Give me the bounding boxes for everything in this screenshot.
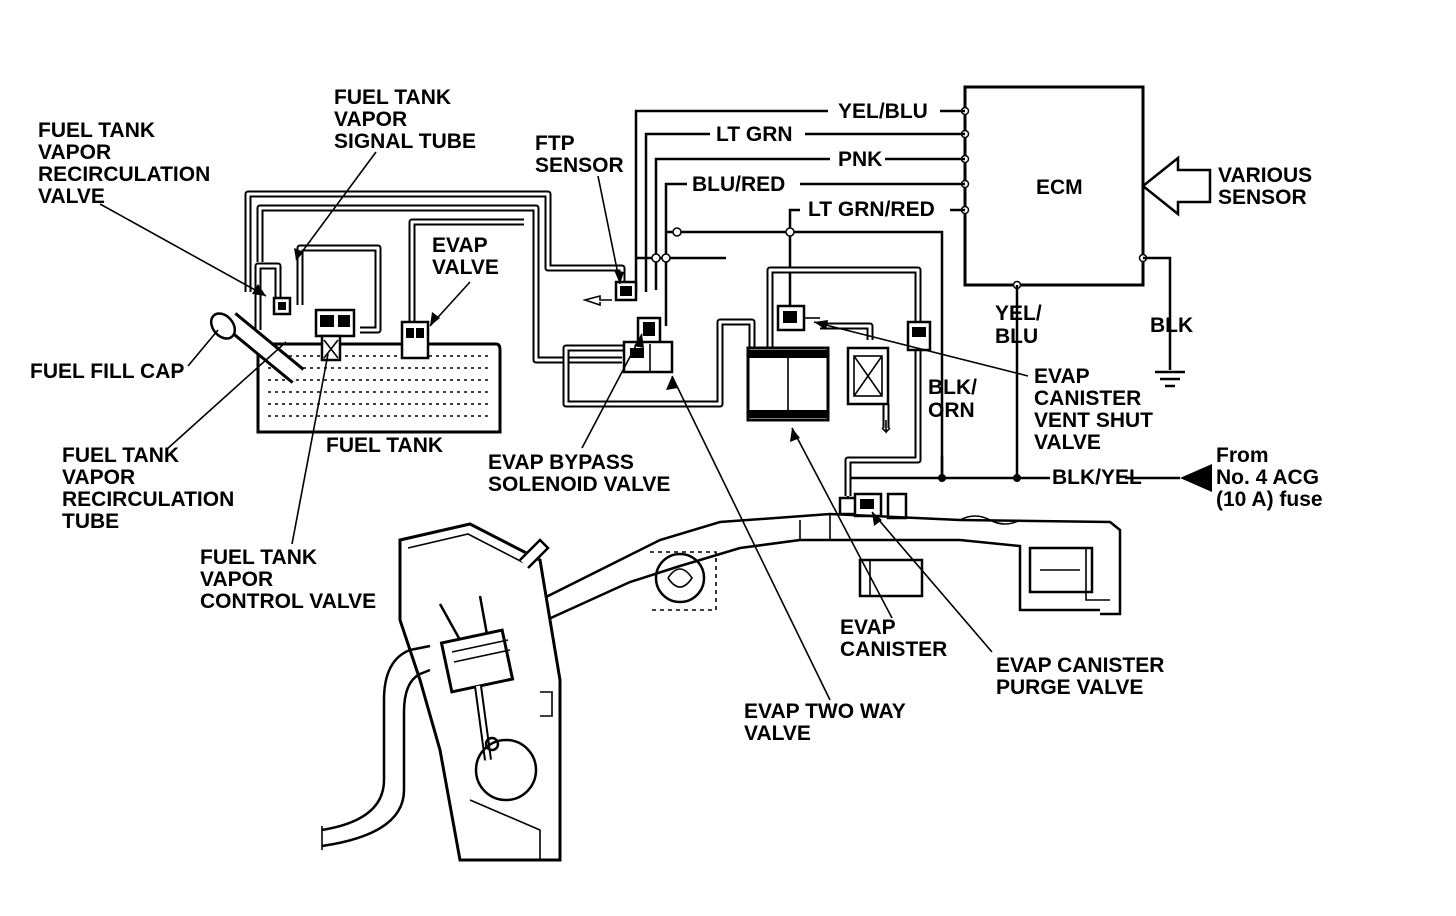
label-fuel-tank-vapor-signal-tube: FUEL TANK VAPOR SIGNAL TUBE bbox=[334, 86, 476, 153]
evap-bypass-solenoid-part bbox=[622, 316, 674, 374]
fuse-arrow-icon bbox=[1180, 464, 1212, 492]
label-evap-bypass-solenoid-valve: EVAP BYPASS SOLENOID VALVE bbox=[488, 451, 670, 496]
ecm-label: ECM bbox=[1036, 176, 1083, 199]
wire-label-blk-orn: BLK/ ORN bbox=[928, 376, 983, 422]
vent-shut-valve-part bbox=[776, 304, 820, 332]
wire-label-lt-grn-red: LT GRN/RED bbox=[808, 198, 935, 221]
label-fuel-fill-cap: FUEL FILL CAP bbox=[30, 360, 184, 383]
fuel-tank-part bbox=[209, 296, 502, 434]
ecm-unit: ECM bbox=[960, 85, 1148, 290]
label-fuel-tank-vapor-recirculation-tube: FUEL TANK VAPOR RECIRCULATION TUBE bbox=[62, 444, 240, 533]
air-filter-part bbox=[846, 346, 891, 434]
ftp-sensor-part bbox=[582, 280, 638, 307]
leader-arrowheads bbox=[252, 248, 882, 526]
ground-wire bbox=[1143, 256, 1185, 388]
various-sensor-label: VARIOUS SENSOR bbox=[1218, 164, 1318, 209]
label-evap-two-way-valve: EVAP TWO WAY VALVE bbox=[744, 700, 911, 745]
wire-label-lt-grn: LT GRN bbox=[716, 123, 793, 146]
wire-label-yel-blu-stacked: YEL/ BLU bbox=[995, 302, 1048, 348]
various-sensor-arrow-icon bbox=[1140, 155, 1212, 217]
wire-label-pnk: PNK bbox=[838, 148, 882, 171]
purge-valve-part bbox=[838, 492, 908, 520]
wire-label-blk: BLK bbox=[1150, 314, 1193, 337]
label-evap-canister-vent-shut-valve: EVAP CANISTER VENT SHUT VALVE bbox=[1034, 365, 1159, 454]
label-fuel-tank-vapor-control-valve: FUEL TANK VAPOR CONTROL VALVE bbox=[200, 546, 376, 613]
label-fuel-tank-vapor-recirculation-valve: FUEL TANK VAPOR RECIRCULATION VALVE bbox=[38, 119, 216, 208]
wire-label-blu-red: BLU/RED bbox=[692, 173, 785, 196]
ecm-wiring bbox=[628, 109, 1180, 502]
label-evap-canister-purge-valve: EVAP CANISTER PURGE VALVE bbox=[996, 654, 1170, 699]
vent-actuator-part bbox=[906, 320, 932, 352]
label-fuel-tank: FUEL TANK bbox=[326, 434, 443, 457]
engine-part bbox=[321, 512, 1122, 862]
evap-canister-part bbox=[746, 346, 830, 422]
wire-label-yel-blu: YEL/BLU bbox=[838, 100, 928, 123]
fuse-source-label: From No. 4 ACG (10 A) fuse bbox=[1216, 444, 1325, 511]
label-ftp-sensor: FTP SENSOR bbox=[535, 132, 624, 177]
leader-lines bbox=[99, 151, 1029, 701]
wire-label-blk-yel: BLK/YEL bbox=[1052, 466, 1142, 489]
label-evap-valve: EVAP VALVE bbox=[432, 234, 499, 279]
label-evap-canister: EVAP CANISTER bbox=[840, 616, 947, 661]
